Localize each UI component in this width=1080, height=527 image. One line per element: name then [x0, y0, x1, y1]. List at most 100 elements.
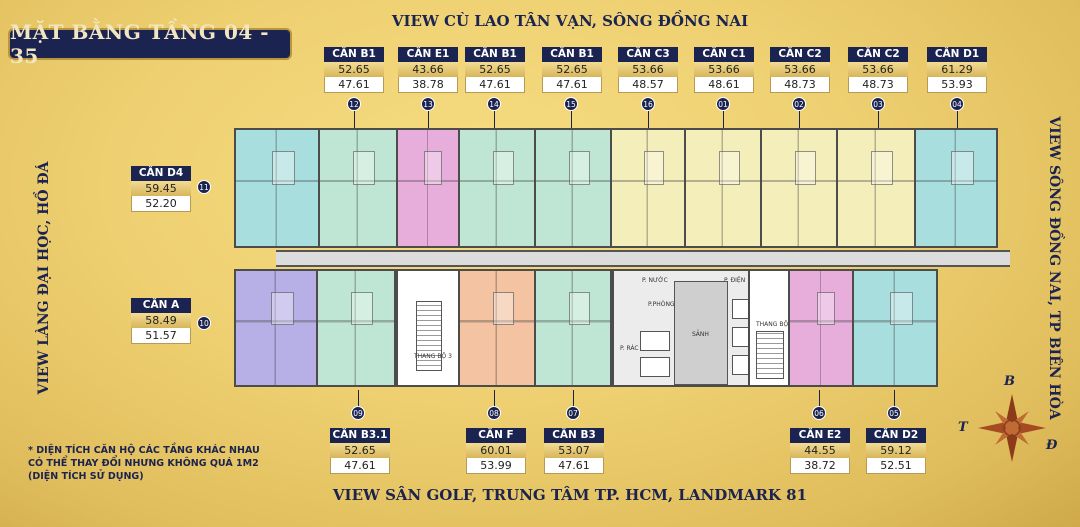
unit-area-total: 52.65: [465, 62, 525, 77]
unit-number-marker: 12: [347, 97, 361, 111]
unit-area-total: 44.55: [790, 443, 850, 458]
apartment-08[interactable]: [458, 269, 536, 387]
apartment-09[interactable]: [316, 269, 396, 387]
stair-label: THANG BỘ 3: [414, 353, 452, 360]
unit-number-marker: 13: [421, 97, 435, 111]
apartment-02[interactable]: [760, 128, 838, 248]
unit-card[interactable]: CĂN D2 59.12 52.51: [866, 428, 926, 474]
leader-line: [494, 390, 495, 412]
unit-area-usable: 51.57: [131, 328, 191, 344]
unit-card[interactable]: CĂN B1 52.65 47.61: [324, 47, 384, 93]
apartment-11[interactable]: [234, 128, 320, 248]
unit-card[interactable]: CĂN C2 53.66 48.73: [770, 47, 830, 93]
compass-north-label: B: [1004, 374, 1015, 389]
unit-area-total: 53.66: [770, 62, 830, 77]
leader-line: [571, 109, 572, 131]
unit-area-total: 53.66: [848, 62, 908, 77]
unit-card[interactable]: CĂN B3.1 52.65 47.61: [330, 428, 390, 474]
unit-area-usable: 38.78: [398, 77, 458, 93]
apartment-01[interactable]: [684, 128, 762, 248]
leader-line: [799, 109, 800, 131]
unit-area-usable: 47.61: [544, 458, 604, 474]
leader-line: [957, 109, 958, 131]
compass-east-label: Đ: [1046, 438, 1058, 453]
room-label: SẢNH: [692, 331, 709, 338]
leader-line: [573, 390, 574, 412]
unit-number-marker: 16: [641, 97, 655, 111]
unit-number-marker: 10: [197, 316, 211, 330]
unit-card[interactable]: CĂN D1 61.29 53.93: [927, 47, 987, 93]
unit-area-total: 60.01: [466, 443, 526, 458]
unit-number-marker: 07: [566, 406, 580, 420]
apartment-13[interactable]: [396, 128, 460, 248]
view-label-right: VIEW SÔNG ĐỒNG NAI, TP BIÊN HÒA: [1046, 116, 1062, 420]
apartment-10[interactable]: [234, 269, 318, 387]
unit-name: CĂN B3: [544, 428, 604, 443]
unit-area-usable: 48.73: [770, 77, 830, 93]
unit-area-total: 52.65: [542, 62, 602, 77]
unit-area-total: 53.66: [694, 62, 754, 77]
unit-number-marker: 05: [887, 406, 901, 420]
view-label-left: VIEW LÀNG ĐẠI HỌC, HỒ ĐÁ: [36, 161, 52, 395]
unit-area-usable: 52.20: [131, 196, 191, 212]
apartment-06[interactable]: [788, 269, 854, 387]
leader-line: [428, 109, 429, 131]
apartment-03[interactable]: [836, 128, 916, 248]
unit-area-total: 58.49: [131, 313, 191, 328]
unit-area-total: 61.29: [927, 62, 987, 77]
corridor: [276, 250, 1010, 267]
unit-area-total: 52.65: [324, 62, 384, 77]
unit-name: CĂN E2: [790, 428, 850, 443]
unit-card[interactable]: CĂN A 58.49 51.57: [131, 298, 191, 344]
unit-area-total: 52.65: [330, 443, 390, 458]
leader-line: [358, 390, 359, 412]
unit-card[interactable]: CĂN B3 53.07 47.61: [544, 428, 604, 474]
stair-icon: [756, 331, 784, 379]
floor-plan-title: MẶT BẰNG TẦNG 04 - 35: [8, 20, 292, 68]
leader-line: [878, 109, 879, 131]
unit-area-usable: 48.73: [848, 77, 908, 93]
leader-line: [819, 390, 820, 412]
unit-number-marker: 02: [792, 97, 806, 111]
apartment-05[interactable]: [852, 269, 938, 387]
unit-area-total: 53.07: [544, 443, 604, 458]
unit-card[interactable]: CĂN D4 59.45 52.20: [131, 166, 191, 212]
unit-card[interactable]: CĂN C1 53.66 48.61: [694, 47, 754, 93]
room-label: P. NƯỚC: [642, 277, 668, 284]
apartment-15[interactable]: [534, 128, 612, 248]
compass-rose: B T Đ: [958, 374, 1072, 486]
apartment-07[interactable]: [534, 269, 612, 387]
view-label-top: VIEW CÙ LAO TÂN VẠN, SÔNG ĐỒNG NAI: [391, 12, 749, 30]
room-label: P.PHÒNG: [648, 301, 675, 308]
unit-name: CĂN C1: [694, 47, 754, 62]
unit-area-usable: 38.72: [790, 458, 850, 474]
unit-card[interactable]: CĂN C3 53.66 48.57: [618, 47, 678, 93]
stair-icon: [416, 301, 442, 371]
lobby-area: [674, 281, 728, 385]
unit-area-usable: 52.51: [866, 458, 926, 474]
unit-number-marker: 06: [812, 406, 826, 420]
unit-card[interactable]: CĂN E1 43.66 38.78: [398, 47, 458, 93]
unit-card[interactable]: CĂN B1 52.65 47.61: [465, 47, 525, 93]
compass-west-label: T: [958, 420, 968, 435]
unit-card[interactable]: CĂN B1 52.65 47.61: [542, 47, 602, 93]
stair-core-3: THANG BỘ 3: [396, 269, 460, 387]
unit-area-usable: 47.61: [330, 458, 390, 474]
unit-card[interactable]: CĂN F 60.01 53.99: [466, 428, 526, 474]
unit-card[interactable]: CĂN C2 53.66 48.73: [848, 47, 908, 93]
unit-number-marker: 04: [950, 97, 964, 111]
leader-line: [894, 390, 895, 412]
apartment-04[interactable]: [914, 128, 998, 248]
apartment-16[interactable]: [610, 128, 686, 248]
unit-name: CĂN A: [131, 298, 191, 313]
unit-area-usable: 53.93: [927, 77, 987, 93]
unit-name: CĂN D1: [927, 47, 987, 62]
note-line: (DIỆN TÍCH SỬ DỤNG): [28, 471, 144, 482]
unit-card[interactable]: CĂN E2 44.55 38.72: [790, 428, 850, 474]
note-line: CÓ THỂ THAY ĐỔI NHƯNG KHÔNG QUÁ 1M2: [28, 458, 259, 469]
apartment-14[interactable]: [458, 128, 536, 248]
room-label: P. RÁC: [620, 345, 639, 352]
apartment-12[interactable]: [318, 128, 398, 248]
unit-number-marker: 14: [487, 97, 501, 111]
note-line: * DIỆN TÍCH CĂN HỘ CÁC TẦNG KHÁC NHAU: [28, 445, 260, 456]
